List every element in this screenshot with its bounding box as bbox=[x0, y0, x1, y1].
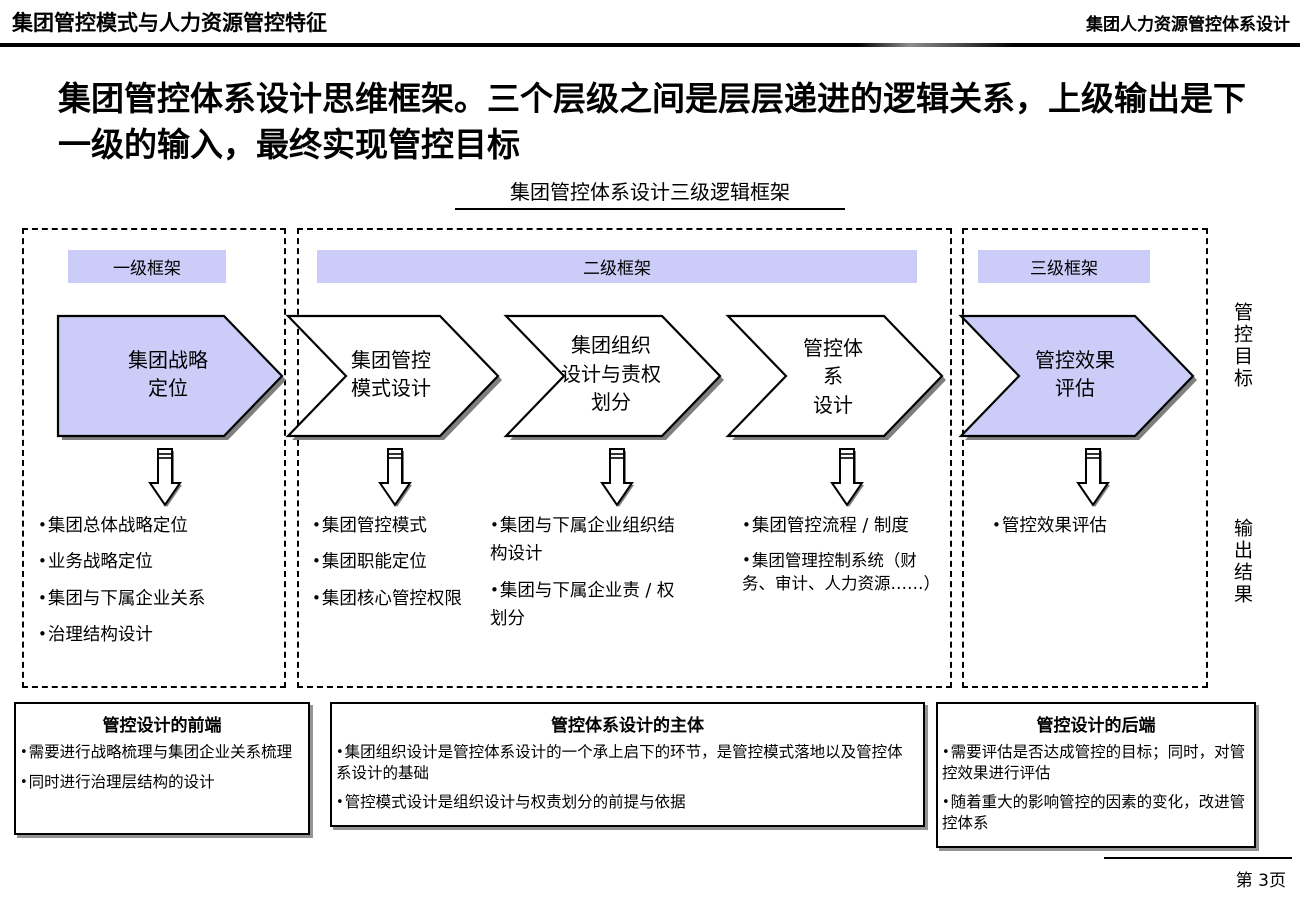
note-box-3-title: 管控设计的后端 bbox=[1036, 716, 1156, 736]
down-arrow-icon-5 bbox=[1076, 447, 1110, 509]
header-right-title: 集团人力资源管控体系设计 bbox=[1086, 15, 1290, 35]
framework-group-level3 bbox=[962, 228, 1208, 688]
output-bullet: 集团与下属企业组织结构设计 bbox=[490, 512, 690, 569]
subtitle-underline bbox=[455, 208, 845, 210]
note-box-main-body: 管控体系设计的主体 集团组织设计是管控体系设计的一个承上启下的环节，是管控模式落… bbox=[330, 702, 925, 827]
output-bullet: 集团管控流程 / 制度 bbox=[742, 512, 932, 540]
down-arrow-icon-1 bbox=[148, 447, 182, 509]
subtitle-wrap: 集团管控体系设计三级逻辑框架 bbox=[0, 176, 1300, 208]
level-bar-3: 三级框架 bbox=[978, 250, 1150, 283]
header-divider bbox=[0, 43, 1300, 47]
framework-group-level1 bbox=[22, 228, 286, 688]
output-bullet: 集团管控模式 bbox=[312, 512, 477, 540]
process-step-5[interactable]: 管控效果 评估 bbox=[955, 310, 1197, 440]
level-bar-3-label: 三级框架 bbox=[1030, 259, 1098, 279]
process-step-4-shape bbox=[725, 314, 946, 440]
level-bar-2-label: 二级框架 bbox=[583, 259, 651, 279]
side-label-goal: 管控目标 bbox=[1231, 302, 1253, 390]
level-bar-2: 二级框架 bbox=[317, 250, 917, 283]
framework-group-level2 bbox=[297, 228, 952, 688]
process-step-3-shape bbox=[503, 314, 724, 440]
output-column-3: 集团与下属企业组织结构设计 集团与下属企业责 / 权划分 bbox=[490, 512, 690, 641]
note-box-1-title: 管控设计的前端 bbox=[102, 716, 222, 736]
output-bullet: 集团职能定位 bbox=[312, 548, 477, 576]
header-left-title: 集团管控模式与人力资源管控特征 bbox=[12, 11, 327, 35]
down-arrow-icon-3 bbox=[600, 447, 634, 509]
output-column-5: 管控效果评估 bbox=[992, 512, 1202, 548]
process-step-2-shape bbox=[285, 314, 502, 440]
side-label-output: 输出结果 bbox=[1231, 518, 1253, 606]
note-box-back-end: 管控设计的后端 需要评估是否达成管控的目标；同时，对管控效果进行评估 随着重大的… bbox=[936, 702, 1256, 848]
process-step-3[interactable]: 集团组织 设计与责权 划分 bbox=[500, 310, 724, 440]
note-box-front-end: 管控设计的前端 需要进行战略梳理与集团企业关系梳理 同时进行治理层结构的设计 bbox=[14, 702, 310, 835]
page-number: 第 3页 bbox=[1235, 871, 1286, 891]
note-bullet: 需要进行战略梳理与集团企业关系梳理 bbox=[20, 742, 302, 763]
note-box-2-title: 管控体系设计的主体 bbox=[551, 716, 704, 736]
note-bullet: 管控模式设计是组织设计与权责划分的前提与依据 bbox=[336, 792, 917, 813]
output-bullet: 业务战略定位 bbox=[38, 548, 288, 576]
note-bullet: 需要评估是否达成管控的目标；同时，对管控效果进行评估 bbox=[942, 742, 1248, 783]
process-step-5-shape bbox=[958, 314, 1197, 440]
output-bullet: 治理结构设计 bbox=[38, 621, 288, 649]
footer-divider bbox=[1104, 857, 1292, 859]
output-bullet: 集团总体战略定位 bbox=[38, 512, 288, 540]
note-bullet: 随着重大的影响管控的因素的变化，改进管控体系 bbox=[942, 792, 1248, 833]
output-bullet: 集团与下属企业关系 bbox=[38, 585, 288, 613]
page-title: 集团管控体系设计思维框架。三个层级之间是层层递进的逻辑关系，上级输出是下一级的输… bbox=[58, 79, 1246, 164]
output-column-2: 集团管控模式 集团职能定位 集团核心管控权限 bbox=[312, 512, 477, 621]
output-column-1: 集团总体战略定位 业务战略定位 集团与下属企业关系 治理结构设计 bbox=[38, 512, 288, 657]
slide-header: 集团管控模式与人力资源管控特征 集团人力资源管控体系设计 bbox=[0, 0, 1300, 47]
process-step-1[interactable]: 集团战略 定位 bbox=[52, 310, 286, 440]
down-arrow-icon-4 bbox=[830, 447, 864, 509]
output-bullet: 集团核心管控权限 bbox=[312, 585, 477, 613]
output-bullet: 集团与下属企业责 / 权划分 bbox=[490, 577, 690, 634]
process-step-4[interactable]: 管控体 系 设计 bbox=[722, 310, 946, 440]
level-bar-1-label: 一级框架 bbox=[113, 259, 181, 279]
down-arrow-icon-2 bbox=[378, 447, 412, 509]
output-column-4: 集团管控流程 / 制度 集团管理控制系统（财务、审计、人力资源……） bbox=[742, 512, 940, 605]
note-bullet: 集团组织设计是管控体系设计的一个承上启下的环节，是管控模式落地以及管控体系设计的… bbox=[336, 742, 917, 783]
output-bullet: 集团管理控制系统（财务、审计、人力资源……） bbox=[742, 550, 940, 595]
note-bullet: 同时进行治理层结构的设计 bbox=[20, 772, 302, 793]
process-step-1-shape bbox=[56, 314, 286, 440]
page-subtitle: 集团管控体系设计三级逻辑框架 bbox=[510, 180, 790, 204]
process-step-2[interactable]: 集团管控 模式设计 bbox=[282, 310, 502, 440]
level-bar-1: 一级框架 bbox=[68, 250, 226, 283]
output-bullet: 管控效果评估 bbox=[992, 512, 1202, 540]
